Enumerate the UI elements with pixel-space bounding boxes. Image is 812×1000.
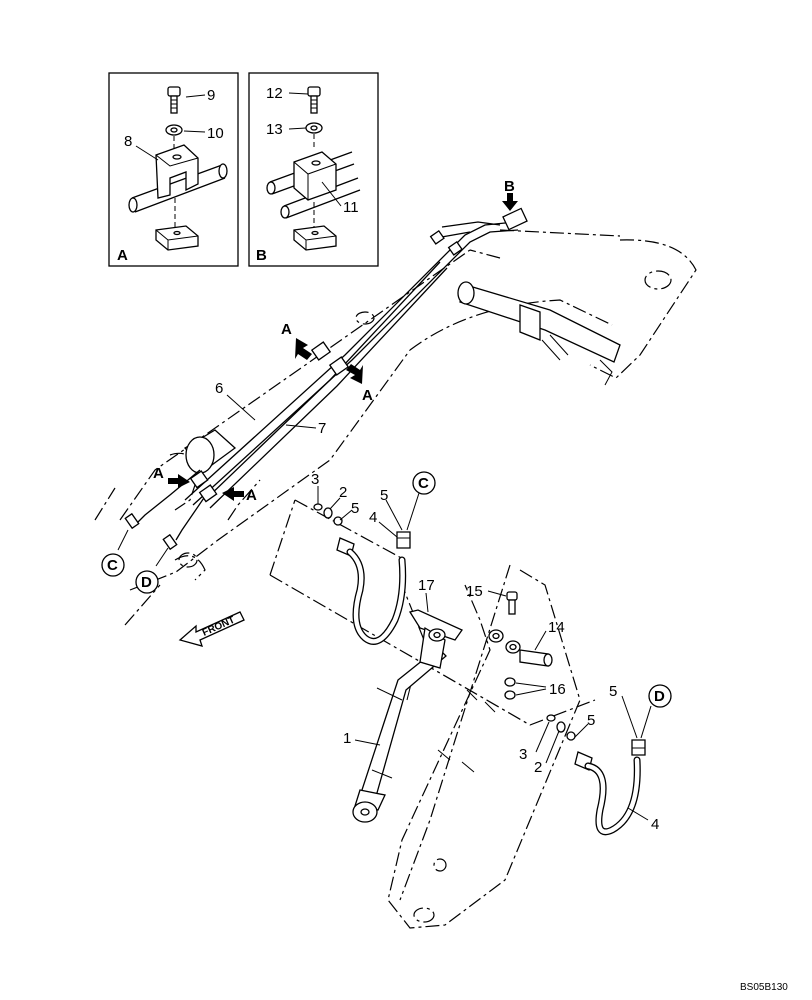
view-arrow-a-right: A — [346, 364, 373, 404]
detail-view-b-letter: B — [256, 247, 267, 264]
part-label-11: 11 — [343, 199, 359, 216]
part-label-6: 6 — [215, 380, 223, 397]
view-arrow-b-letter: B — [504, 178, 515, 195]
part-label-14: 14 — [548, 619, 565, 636]
view-arrow-a-top-letter: A — [281, 321, 292, 338]
view-arrow-a-left: A — [153, 465, 190, 488]
boom-assembly: A A A A B 6 7 C D — [94, 178, 697, 626]
part-label-13: 13 — [266, 121, 283, 138]
connector-c-hose-letter: C — [418, 475, 429, 492]
diagram-code: BS05B130 — [740, 982, 788, 993]
detail-view-b-frame — [248, 72, 379, 267]
part-label-3-c: 3 — [311, 471, 319, 488]
view-arrow-a-right-letter: A — [362, 387, 373, 404]
arm-cylinder-head — [183, 429, 237, 474]
pin-bolt-drawing — [506, 591, 518, 615]
part-label-9: 9 — [207, 87, 215, 104]
part-label-2-c: 2 — [339, 484, 347, 501]
detail-view-a: 9 10 8 A — [108, 72, 239, 267]
hose-d-assembly: 3 2 5 5 4 D — [519, 683, 672, 836]
arm-assembly: 17 15 14 16 1 — [269, 499, 596, 929]
detail-view-a-letter: A — [117, 247, 128, 264]
part-label-15: 15 — [466, 583, 483, 600]
boom-clamps — [189, 207, 528, 503]
front-label: FRONT — [201, 615, 237, 639]
view-arrow-a-bottom-letter: A — [246, 487, 257, 504]
view-arrow-a-top: A — [281, 321, 312, 360]
adapter-d-drawing — [546, 714, 556, 722]
detail-view-b: 12 13 11 B — [248, 72, 379, 267]
clamp-a-drawing — [155, 144, 199, 199]
connector-d-boom: D — [135, 570, 159, 594]
clamp-b-drawing — [293, 151, 337, 201]
hose-c-assembly: 3 2 5 5 4 C — [311, 471, 436, 645]
boom-cylinder-drawing — [457, 281, 621, 386]
front-direction-arrow: FRONT — [178, 611, 245, 647]
pipe-lines — [134, 221, 519, 541]
connector-c-boom: C — [101, 553, 125, 577]
connector-d-hose-letter: D — [654, 688, 665, 705]
view-arrow-a-bottom: A — [222, 487, 257, 504]
part-label-2-d: 2 — [534, 759, 542, 776]
part-label-5-c-right: 5 — [380, 487, 388, 504]
connector-c-boom-letter: C — [107, 557, 118, 574]
connector-d-boom-letter: D — [141, 574, 152, 591]
bolt-a-drawing — [167, 86, 181, 114]
view-arrow-b: B — [502, 178, 518, 211]
o-ring-d-drawing — [556, 721, 566, 733]
part-label-7: 7 — [318, 420, 326, 437]
o-ring-c-drawing — [323, 507, 333, 519]
part-label-5-c-left: 5 — [351, 500, 359, 517]
part-label-10: 10 — [207, 125, 224, 142]
shim-plate — [408, 609, 463, 641]
connector-c-hose — [412, 471, 436, 495]
part-label-12: 12 — [266, 85, 283, 102]
mount-block-a — [155, 225, 199, 251]
part-label-8: 8 — [124, 133, 132, 150]
nut-lower — [504, 690, 516, 700]
arm-cylinder-drawing — [352, 626, 447, 823]
connector-d-hose — [648, 684, 672, 708]
pin-drawing — [519, 649, 553, 667]
part-label-17: 17 — [418, 577, 435, 594]
part-label-16: 16 — [549, 681, 566, 698]
mount-block-b — [293, 225, 337, 251]
part-label-4-c: 4 — [369, 509, 377, 526]
detail-view-a-frame — [108, 72, 239, 267]
boom-foot-pin-hole — [644, 270, 672, 290]
bolt-b-drawing — [307, 86, 321, 114]
adapter-c-drawing — [313, 503, 323, 511]
part-label-5-d-right: 5 — [609, 683, 617, 700]
part-label-3-d: 3 — [519, 746, 527, 763]
view-arrow-a-left-letter: A — [153, 465, 164, 482]
part-label-5-d-left: 5 — [587, 712, 595, 729]
part-label-4-d: 4 — [651, 816, 659, 833]
nut-upper — [504, 677, 516, 687]
boom-tip-fittings — [117, 512, 178, 567]
part-label-1: 1 — [343, 730, 351, 747]
